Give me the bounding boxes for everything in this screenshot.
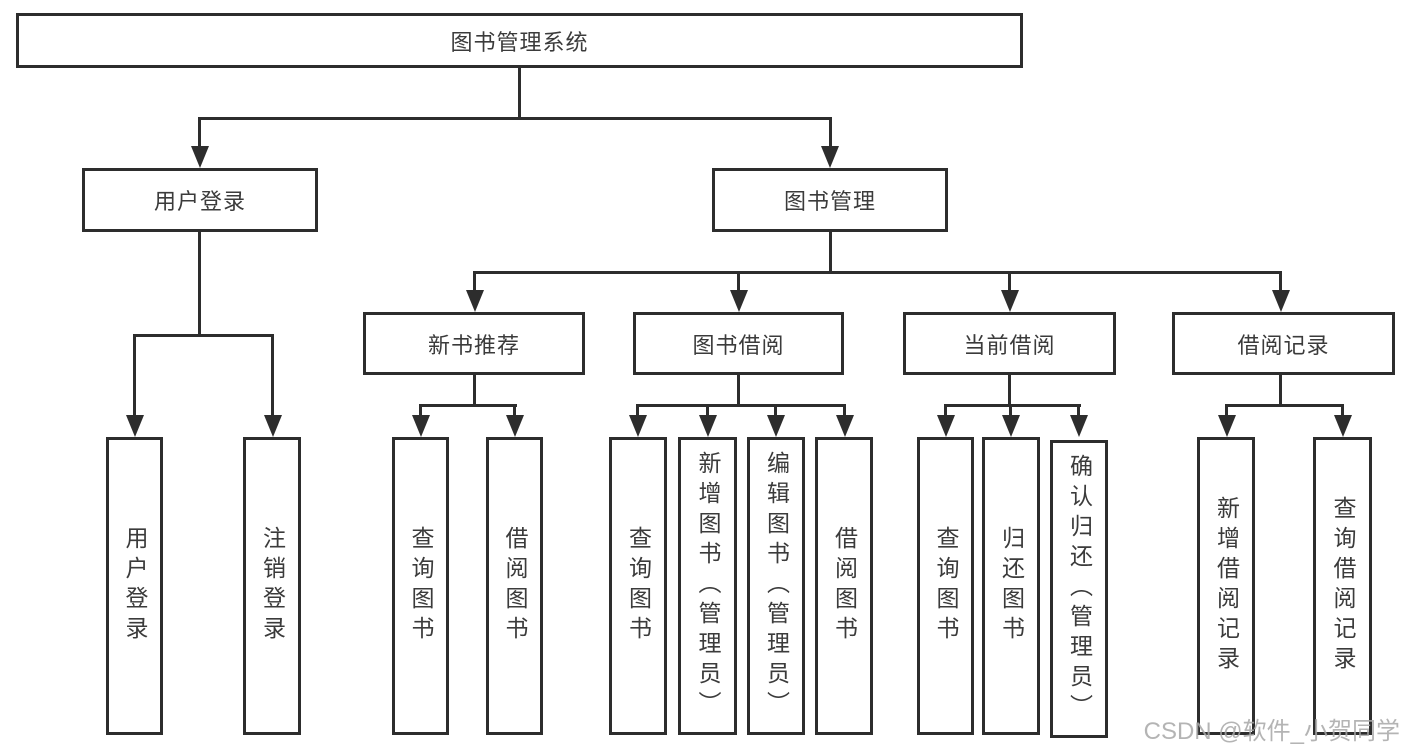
node-label: 借阅记录	[1237, 332, 1330, 358]
connector-group-stem	[1279, 375, 1282, 406]
leaf-label: 确认归还（管理员）	[1066, 454, 1093, 724]
leaf-add-book-admin: 新增图书（管理员）	[678, 437, 737, 735]
node-book-management: 图书管理	[712, 168, 948, 232]
node-user-login: 用户登录	[82, 168, 318, 232]
connector-leaf-drop	[133, 336, 136, 421]
arrow-down-icon	[1272, 290, 1290, 312]
connector-group-drop	[473, 273, 476, 295]
leaf-query-books: 查询图书	[392, 437, 449, 735]
connector-group-stem	[1008, 375, 1011, 406]
leaf-borrow-books: 借阅图书	[815, 437, 873, 735]
leaf-confirm-return-admin: 确认归还（管理员）	[1050, 440, 1108, 738]
arrow-down-icon	[629, 415, 647, 437]
node-label: 新书推荐	[427, 332, 520, 358]
leaf-user-login: 用户登录	[106, 437, 163, 735]
arrow-down-icon	[466, 290, 484, 312]
connector-leaf-drop	[636, 406, 639, 419]
connector-group-drop	[1008, 273, 1011, 295]
leaf-label: 新增图书（管理员）	[695, 451, 721, 721]
connector-user-login-drop	[198, 118, 201, 152]
leaf-label: 查询借阅记录	[1330, 496, 1356, 676]
connector-leaf-drop	[513, 406, 516, 419]
leaf-borrow-books: 借阅图书	[486, 437, 543, 735]
node-label: 当前借阅	[963, 332, 1056, 358]
arrow-down-icon	[767, 415, 785, 437]
connector-book-mgmt-stem	[829, 232, 832, 274]
node-label: 图书借阅	[692, 332, 785, 358]
connector-leaf-drop	[419, 406, 422, 419]
connector-level1-horizontal	[198, 117, 832, 120]
connector-leaf-drop	[843, 406, 846, 419]
arrow-down-icon	[836, 415, 854, 437]
arrow-down-icon	[126, 415, 144, 437]
arrow-down-icon	[1002, 415, 1020, 437]
arrow-down-icon	[730, 290, 748, 312]
leaf-label: 用户登录	[122, 526, 148, 646]
node-library-management-system: 图书管理系统	[16, 13, 1023, 68]
connector-leaf-drop	[271, 336, 274, 421]
arrow-down-icon	[1334, 415, 1352, 437]
connector-leaves-horizontal	[419, 404, 517, 407]
arrow-down-icon	[506, 415, 524, 437]
connector-leaves-horizontal	[944, 404, 1081, 407]
leaf-query-books: 查询图书	[917, 437, 974, 735]
connector-group-stem	[473, 375, 476, 406]
leaf-edit-book-admin: 编辑图书（管理员）	[747, 437, 805, 735]
connector-leaves-horizontal	[636, 404, 846, 407]
arrow-down-icon	[699, 415, 717, 437]
connector-level2-horizontal	[473, 271, 1282, 274]
connector-group-drop	[737, 273, 740, 295]
node-book-borrowing: 图书借阅	[633, 312, 844, 375]
arrow-down-icon	[264, 415, 282, 437]
connector-leaf-drop	[1225, 406, 1228, 419]
leaf-query-borrow-record: 查询借阅记录	[1313, 437, 1372, 735]
node-borrowing-records: 借阅记录	[1172, 312, 1395, 375]
node-label: 用户登录	[153, 189, 246, 214]
connector-leaf-drop	[1341, 406, 1344, 419]
arrow-down-icon	[1070, 415, 1088, 437]
leaf-label: 查询图书	[408, 526, 434, 646]
connector-book-mgmt-drop	[829, 118, 832, 152]
leaf-label: 注销登录	[259, 526, 286, 646]
connector-leaf-drop	[1077, 406, 1080, 419]
connector-user-login-stem	[198, 232, 201, 336]
leaf-add-borrow-record: 新增借阅记录	[1197, 437, 1255, 735]
arrow-down-icon	[191, 146, 209, 168]
leaf-query-books: 查询图书	[609, 437, 667, 735]
arrow-down-icon	[1218, 415, 1236, 437]
leaf-label: 借阅图书	[502, 526, 528, 646]
connector-user-leaves-horizontal	[133, 334, 274, 337]
connector-group-drop	[1279, 273, 1282, 295]
connector-leaf-drop	[706, 406, 709, 419]
node-label: 图书管理系统	[450, 29, 589, 55]
arrow-down-icon	[821, 146, 839, 168]
connector-leaf-drop	[774, 406, 777, 419]
connector-leaf-drop	[944, 406, 947, 419]
leaf-label: 新增借阅记录	[1213, 496, 1240, 676]
connector-root-stem	[518, 68, 521, 118]
csdn-watermark: CSDN @软件_小贺同学	[1143, 718, 1400, 745]
leaf-label: 归还图书	[998, 526, 1025, 646]
leaf-label: 查询图书	[625, 526, 652, 646]
node-new-book-recommendation: 新书推荐	[363, 312, 585, 375]
node-label: 图书管理	[783, 189, 876, 214]
leaf-logout: 注销登录	[243, 437, 301, 735]
node-current-borrowing: 当前借阅	[903, 312, 1116, 375]
connector-group-stem	[737, 375, 740, 406]
leaf-label: 借阅图书	[831, 526, 858, 646]
arrow-down-icon	[1001, 290, 1019, 312]
arrow-down-icon	[412, 415, 430, 437]
leaf-label: 编辑图书（管理员）	[763, 451, 790, 721]
leaf-label: 查询图书	[933, 526, 959, 646]
connector-leaves-horizontal	[1225, 404, 1344, 407]
arrow-down-icon	[937, 415, 955, 437]
leaf-return-book: 归还图书	[982, 437, 1040, 735]
connector-leaf-drop	[1009, 406, 1012, 419]
